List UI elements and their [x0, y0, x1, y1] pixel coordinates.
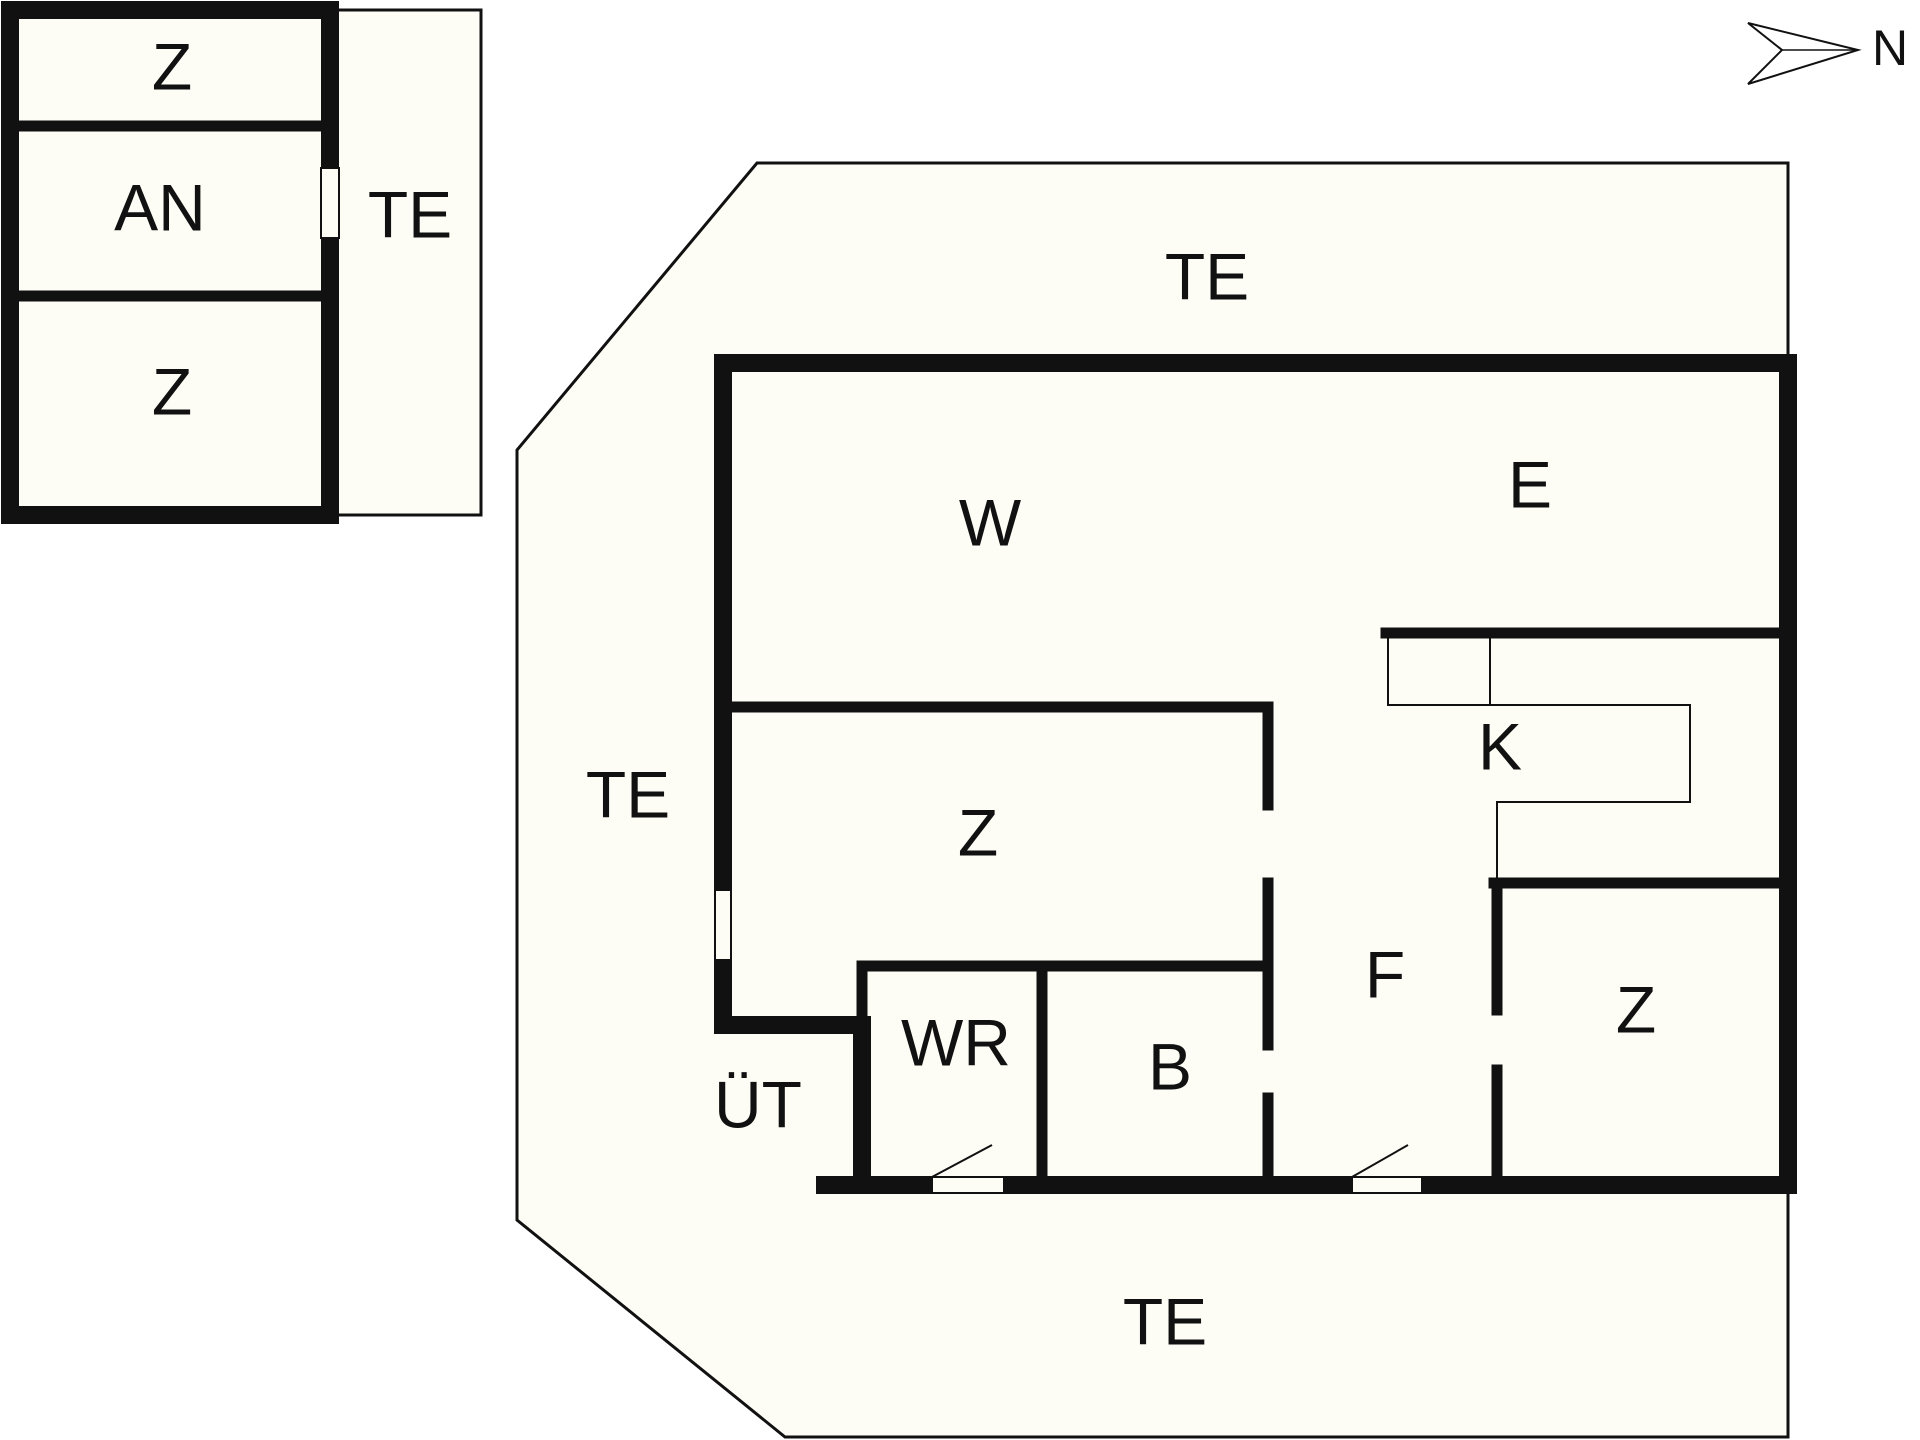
entrance-door-opening-2 — [1351, 1176, 1423, 1194]
label-room-e: E — [1508, 447, 1552, 521]
label-annex-an: AN — [114, 170, 206, 244]
label-terrace-west: TE — [586, 757, 670, 831]
entrance-door-opening-1 — [931, 1176, 1005, 1194]
wall-wr-b-top — [856, 960, 1274, 1031]
house-north-west-wall — [714, 354, 1797, 1194]
label-room-z-middle: Z — [958, 795, 998, 869]
label-terrace-north: TE — [1165, 239, 1249, 313]
annex-terrace-area — [331, 8, 483, 517]
label-room-w: W — [959, 485, 1022, 559]
annex-door-opening — [320, 167, 340, 239]
label-room-z-right: Z — [1616, 972, 1656, 1046]
annex-building — [1, 1, 483, 524]
wall-z-middle-top — [721, 701, 1274, 811]
room-labels: Z AN Z TE TE TE TE W E K Z F Z WR B ÜT — [114, 29, 1656, 1358]
compass-north-label: N — [1872, 20, 1908, 76]
label-annex-z-bottom: Z — [152, 354, 192, 428]
label-room-ut: ÜT — [714, 1067, 802, 1141]
label-room-b: B — [1148, 1029, 1192, 1103]
label-room-k: K — [1478, 709, 1522, 783]
kitchen-counter — [1387, 633, 1691, 883]
main-house — [714, 354, 1797, 1194]
label-room-wr: WR — [901, 1005, 1011, 1079]
label-room-f: F — [1365, 937, 1405, 1011]
label-annex-z-top: Z — [152, 29, 192, 103]
compass: N — [1747, 20, 1908, 85]
label-terrace-south: TE — [1123, 1284, 1207, 1358]
house-floor — [723, 363, 1788, 1185]
door-swing-1 — [931, 1144, 993, 1178]
west-window — [714, 889, 732, 961]
annex-outer-wall — [1, 1, 339, 524]
north-arrow-icon — [1747, 22, 1862, 85]
annex-floor — [10, 10, 330, 515]
label-annex-terrace: TE — [368, 177, 452, 251]
door-swing-2 — [1351, 1144, 1409, 1178]
